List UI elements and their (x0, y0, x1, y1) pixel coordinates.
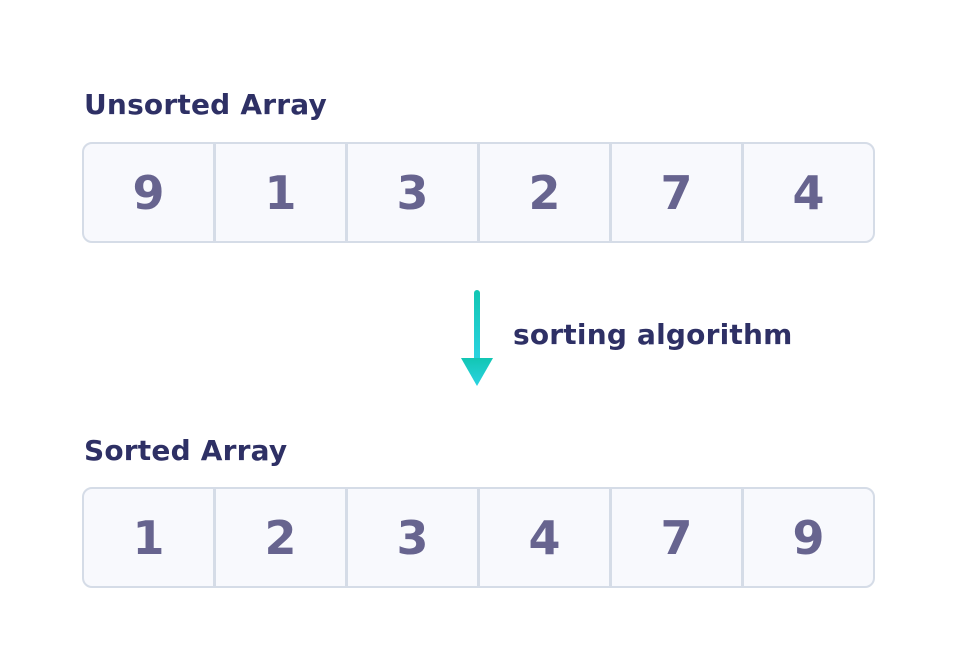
sorted-array-title: Sorted Array (84, 434, 288, 467)
down-arrow-icon (459, 288, 495, 388)
sorting-algorithm-label: sorting algorithm (513, 318, 793, 351)
sorted-array-cell: 3 (348, 489, 480, 586)
unsorted-array: 9 1 3 2 7 4 (82, 142, 875, 243)
unsorted-array-cell: 7 (612, 144, 744, 241)
sorted-array-cell: 4 (480, 489, 612, 586)
unsorted-array-title: Unsorted Array (84, 88, 327, 121)
sorted-array-cell: 7 (612, 489, 744, 586)
unsorted-array-cell: 4 (792, 165, 825, 220)
sorted-array: 1 2 3 4 7 9 (82, 487, 875, 588)
unsorted-array-cell: 3 (348, 144, 480, 241)
unsorted-array-cell: 9 (84, 144, 216, 241)
sorted-array-cell: 9 (792, 510, 825, 565)
sorted-array-cell: 2 (216, 489, 348, 586)
unsorted-array-cell: 2 (480, 144, 612, 241)
sorted-array-cell: 1 (84, 489, 216, 586)
unsorted-array-cell: 1 (216, 144, 348, 241)
